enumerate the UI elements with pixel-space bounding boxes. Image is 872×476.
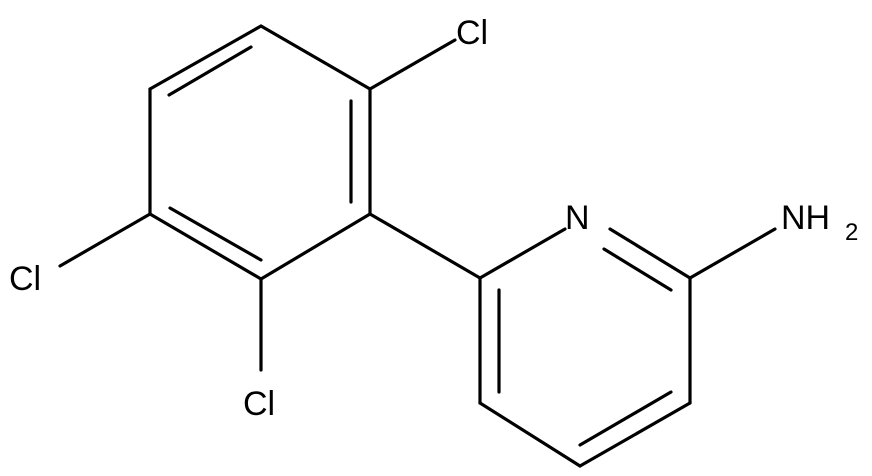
bond-c4-c5 bbox=[259, 212, 372, 281]
phenyl-substituent-bonds bbox=[58, 38, 482, 372]
bond-c6-c1 bbox=[259, 24, 372, 91]
bond-c3p-c4p bbox=[578, 401, 692, 468]
bond-c3-cl bbox=[58, 212, 152, 268]
bond-biaryl bbox=[368, 212, 482, 280]
pyridine-nitrogen-label: N bbox=[565, 199, 590, 237]
amine-label: NH bbox=[781, 199, 830, 237]
bond-c4p-c5p bbox=[478, 401, 582, 468]
pyridine-ring bbox=[478, 227, 777, 468]
bond-c6p-n bbox=[478, 227, 567, 280]
chlorine-label-bottom: Cl bbox=[243, 385, 275, 423]
bond-c3p-c4p-inner bbox=[578, 390, 673, 447]
chlorine-label-top: Cl bbox=[456, 14, 488, 52]
atom-labels: Cl Cl Cl N NH 2 bbox=[9, 14, 858, 423]
bond-c1-c2-inner bbox=[167, 45, 253, 97]
amine-subscript: 2 bbox=[845, 219, 858, 246]
bond-n-c2p bbox=[608, 227, 692, 280]
bond-n-c2p-inner bbox=[602, 247, 673, 292]
bond-c2p-nh2 bbox=[688, 227, 777, 280]
bond-c3-c4-inner bbox=[168, 206, 263, 262]
phenyl-ring bbox=[148, 24, 372, 281]
bond-c1-c2 bbox=[148, 24, 263, 91]
chlorine-label-left: Cl bbox=[9, 260, 41, 298]
bond-c6-cl bbox=[368, 38, 457, 91]
bond-c3-c4 bbox=[148, 212, 263, 281]
